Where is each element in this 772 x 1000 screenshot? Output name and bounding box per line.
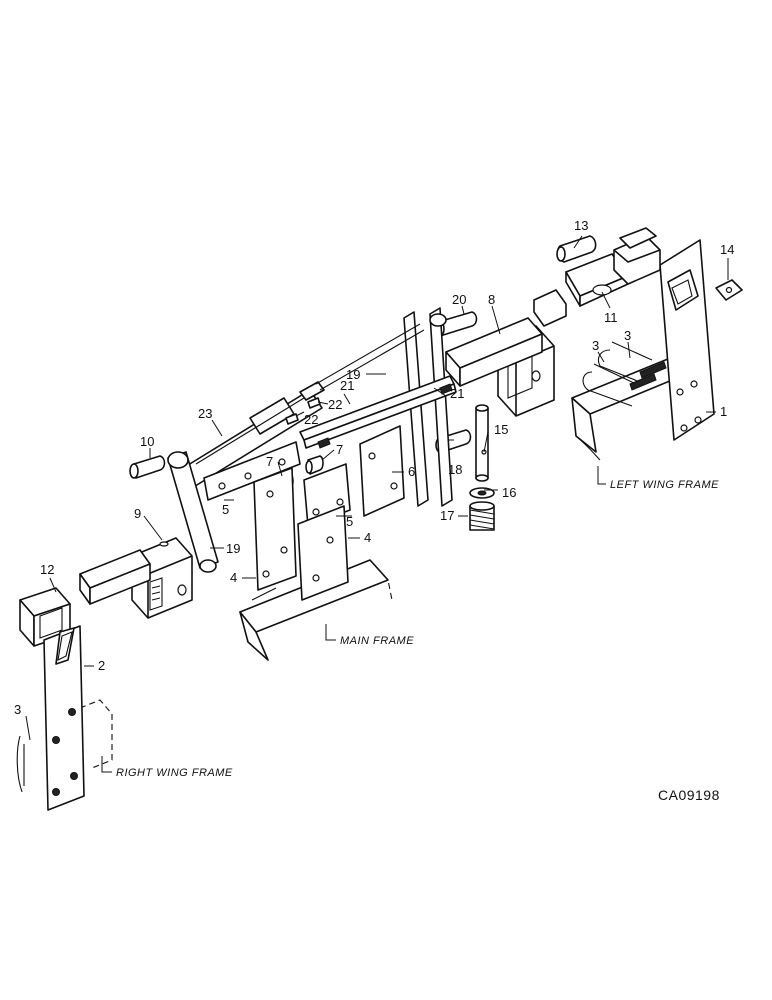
plate-4-left	[253, 467, 297, 591]
callout-4-left: 4	[230, 570, 237, 585]
callout-13: 13	[574, 218, 588, 233]
callout-7-b: 7	[336, 442, 343, 457]
callout-7-a: 7	[266, 454, 273, 469]
callout-9: 9	[134, 506, 141, 521]
right-wing-plate	[43, 625, 85, 811]
left-wing-frame-label: LEFT WING FRAME	[610, 479, 719, 491]
pin-22-b	[307, 397, 321, 409]
leader-lines	[25, 235, 729, 773]
plate-5-upper	[203, 441, 301, 501]
callouts: 1 2 3 3 3 4 4 5 5 6 7 7 8 9 10 11 12 13 …	[14, 218, 734, 717]
plate-4-right	[297, 505, 349, 601]
right-wing-frame-label: RIGHT WING FRAME	[116, 767, 233, 779]
vertical-pin-15	[475, 404, 489, 482]
bar-21	[299, 375, 457, 449]
callout-4-right: 4	[364, 530, 371, 545]
left-square-tube	[445, 289, 567, 387]
frame-labels: LEFT WING FRAME MAIN FRAME RIGHT WING FR…	[116, 479, 719, 779]
callout-2: 2	[98, 658, 105, 673]
right-wing-frame-tube	[16, 699, 113, 793]
callout-19-front: 19	[226, 541, 240, 556]
callout-21-a: 21	[340, 378, 354, 393]
callout-16: 16	[502, 485, 516, 500]
callout-17: 17	[440, 508, 454, 523]
drawing-code: CA09198	[658, 787, 720, 803]
cylinder-rod	[315, 323, 425, 391]
callout-19-rear: 19	[346, 367, 360, 382]
plate-6	[359, 425, 405, 517]
callout-5-a: 5	[222, 502, 229, 517]
callout-22-a: 22	[304, 412, 318, 427]
spacer-7-b	[305, 455, 324, 475]
callout-14: 14	[720, 242, 734, 257]
link-arm-19-front	[167, 451, 219, 573]
left-pivot-pin	[556, 235, 597, 263]
left-pivot-bracket	[565, 227, 661, 307]
callout-21-b: 21	[450, 386, 464, 401]
hydraulic-cylinder-23	[179, 381, 325, 489]
right-square-tube	[79, 549, 151, 605]
callout-10: 10	[140, 434, 154, 449]
callout-1: 1	[720, 404, 727, 419]
callout-12: 12	[40, 562, 54, 577]
callout-3-right: 3	[14, 702, 21, 717]
callout-6: 6	[408, 464, 415, 479]
pin-22-a	[285, 413, 299, 425]
callout-3-left-b: 3	[624, 328, 631, 343]
callout-15: 15	[494, 422, 508, 437]
callout-3-left-a: 3	[592, 338, 599, 353]
u-bolts-left	[582, 341, 667, 407]
callout-11: 11	[604, 310, 618, 325]
link-arm-19-rear	[403, 307, 453, 507]
callout-20: 20	[452, 292, 466, 307]
callout-5-b: 5	[346, 514, 353, 529]
pin-10	[129, 455, 166, 479]
spring-17	[469, 501, 495, 531]
square-nut-plate	[715, 279, 743, 301]
left-wing-plate	[659, 239, 715, 441]
callout-22-b: 22	[328, 397, 342, 412]
callout-18: 18	[448, 462, 462, 477]
callout-23: 23	[198, 406, 212, 421]
callout-8: 8	[488, 292, 495, 307]
main-frame-label: MAIN FRAME	[340, 635, 414, 647]
